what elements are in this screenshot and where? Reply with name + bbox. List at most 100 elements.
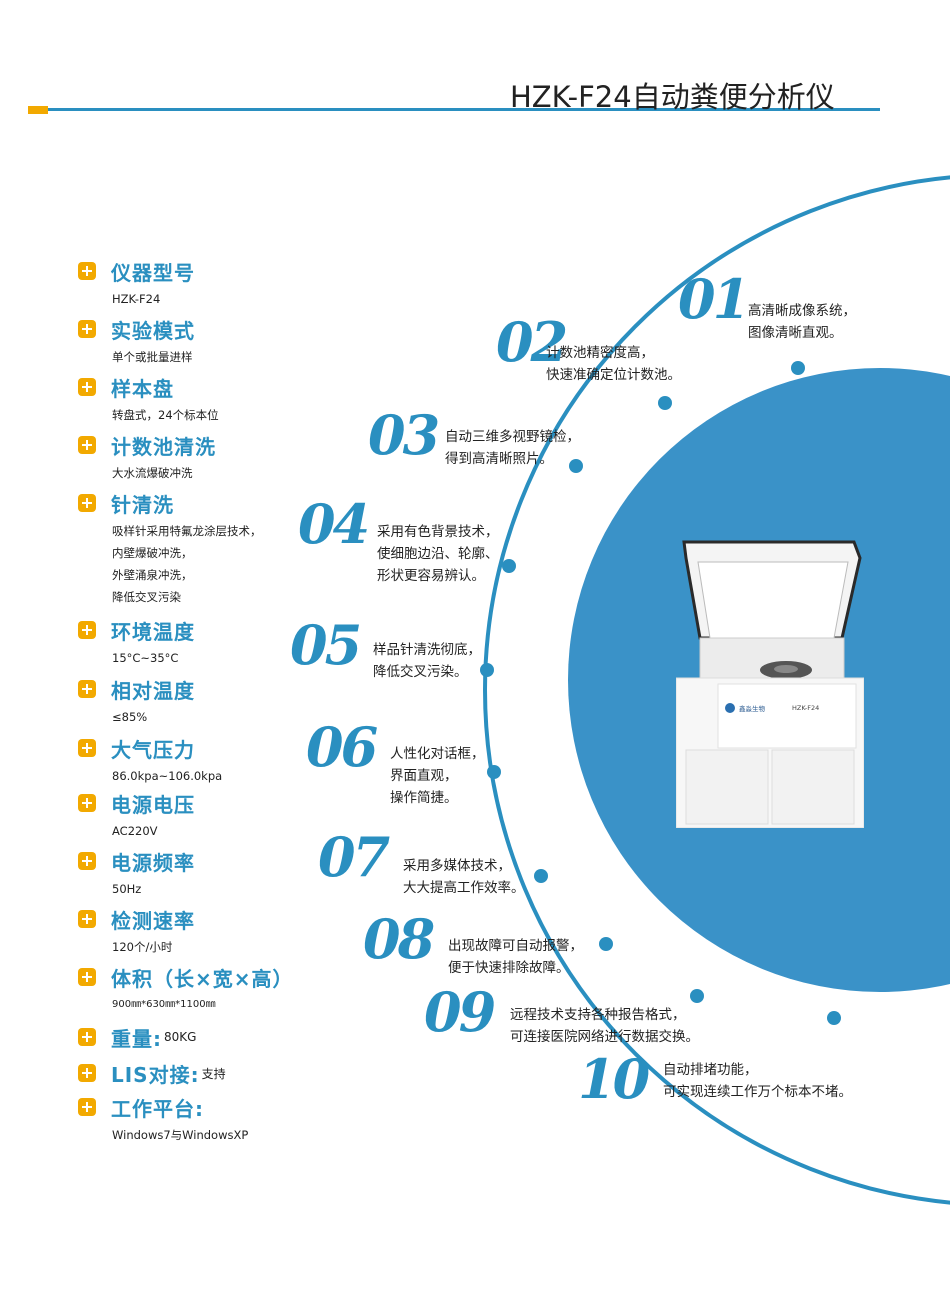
plus-icon [78,852,96,870]
spec-value-line: 降低交叉污染 [112,590,181,604]
arc-dot [487,765,501,779]
arc-dot [502,559,516,573]
spec-item: LIS对接:支持 [78,1060,226,1087]
feature-text-line: 降低交叉污染。 [373,664,468,680]
feature-number: 06 [306,715,378,779]
spec-value-line: 外壁涌泉冲洗， [112,568,193,582]
plus-icon [78,1064,96,1082]
spec-label: 计数池清洗 [111,434,216,459]
spec-inline-value: 80KG [164,1030,197,1044]
spec-value: 50Hz [112,878,195,900]
feature-text: 采用有色背景技术，使细胞边沿、轮廓、形状更容易辨认。 [377,521,499,587]
feature-text-line: 计数池精密度高， [546,345,654,361]
plus-icon [78,378,96,396]
spec-item: 计数池清洗大水流爆破冲洗 [78,432,216,484]
feature-text: 出现故障可自动报警， 便于快速排除故障。 [448,935,583,979]
spec-value-line: 900㎜*630㎜*1100㎜ [112,999,216,1010]
spec-value: HZK-F24 [112,288,195,310]
spec-head: 仪器型号 [78,258,195,285]
spec-item: 针清洗吸样针采用特氟龙涂层技术， 内壁爆破冲洗， 外壁涌泉冲洗， 降低交叉污染 [78,490,262,608]
spec-item: 体积（长×宽×高） 900㎜*630㎜*1100㎜ [78,964,294,1016]
feature-text-line: 操作简捷。 [390,790,458,806]
feature-text: 人性化对话框，界面直观，操作简捷。 [390,743,485,809]
spec-value: 吸样针采用特氟龙涂层技术， 内壁爆破冲洗， 外壁涌泉冲洗， 降低交叉污染 [112,520,262,608]
spec-item: 环境温度 15°C~35°C [78,617,195,669]
feature-text-line: 使细胞边沿、轮廓、 [377,546,499,562]
feature-text: 采用多媒体技术，大大提高工作效率。 [403,855,525,899]
spec-head: LIS对接:支持 [78,1060,226,1087]
spec-head: 环境温度 [78,617,195,644]
spec-value-line: Windows7与WindowsXP [112,1128,249,1142]
spec-value-line: ≤85% [112,710,148,724]
feature-text-line: 大大提高工作效率。 [403,880,525,896]
device-door-left [685,749,769,825]
spec-item: 实验模式单个或批量进样 [78,316,195,368]
spec-item: 电源电压 AC220V [78,790,195,842]
arc-dot [658,396,672,410]
spec-value-line: 86.0kpa~106.0kpa [112,769,223,783]
arc-dots [480,361,841,1025]
spec-item: 仪器型号 HZK-F24 [78,258,195,310]
plus-icon [78,739,96,757]
spec-label: 实验模式 [111,318,195,343]
plus-icon [78,320,96,338]
device-upper-panel [717,683,857,749]
header-accent [28,106,48,114]
arc-dot [827,1011,841,1025]
spec-item: 样本盘转盘式，24个标本位 [78,374,219,426]
feature-text-line: 出现故障可自动报警， [448,938,583,954]
plus-icon [78,436,96,454]
brand-logo-icon [725,703,735,713]
feature-text-line: 快速准确定位计数池。 [546,367,681,383]
spec-value-line: 120个/小时 [112,940,173,954]
feature-number: 01 [678,267,750,331]
device-door-right [771,749,855,825]
spec-head: 大气压力 [78,735,222,762]
spec-inline-value: 支持 [201,1066,226,1081]
spec-value-line: 转盘式，24个标本位 [112,408,219,422]
feature-ring [483,175,950,1205]
spec-label: LIS对接: [111,1062,200,1087]
spec-label: 体积（长×宽×高） [111,966,294,991]
spec-value: 900㎜*630㎜*1100㎜ [112,994,294,1016]
spec-value-line: AC220V [112,824,158,838]
spec-label: 相对温度 [111,678,195,703]
plus-icon [78,262,96,280]
spec-value: 转盘式，24个标本位 [112,404,219,426]
feature-number: 07 [318,825,390,889]
feature-text-line: 高清晰成像系统， [748,303,856,319]
arc-dot [534,869,548,883]
feature-text: 计数池精密度高， 快速准确定位计数池。 [546,342,681,386]
spec-label: 环境温度 [111,619,195,644]
spec-value-line: 15°C~35°C [112,651,179,665]
feature-text: 样品针清洗彻底， 降低交叉污染。 [373,639,481,683]
feature-text-line: 便于快速排除故障。 [448,960,570,976]
spec-value-line: 50Hz [112,882,142,896]
spec-head: 工作平台: [78,1094,248,1121]
spec-item: 相对温度 ≤85% [78,676,195,728]
spec-label: 电源频率 [111,850,195,875]
plus-icon [78,1098,96,1116]
spec-value: 15°C~35°C [112,647,195,669]
spec-value: ≤85% [112,706,195,728]
spec-head: 电源频率 [78,848,195,875]
spec-value-line: 吸样针采用特氟龙涂层技术， [112,524,262,538]
spec-value-line: HZK-F24 [112,292,161,306]
spec-label: 电源电压 [111,792,195,817]
arc-dot [599,937,613,951]
spec-head: 针清洗 [78,490,262,517]
arc-dot [569,459,583,473]
spec-head: 计数池清洗 [78,432,216,459]
spec-label: 仪器型号 [111,260,195,285]
analyzer-device-image: 鑫淼生物 HZK-F24 [676,540,864,828]
spec-value: 单个或批量进样 [112,346,195,368]
feature-number: 08 [363,907,435,971]
feature-text-line: 样品针清洗彻底， [373,642,481,658]
spec-label: 大气压力 [111,737,195,762]
spec-value-line: 内壁爆破冲洗， [112,546,193,560]
feature-number: 03 [368,403,440,467]
spec-item: 电源频率 50Hz [78,848,195,900]
page-title: HZK-F24自动粪便分析仪 [510,80,835,114]
plus-icon [78,910,96,928]
spec-label: 工作平台: [111,1096,204,1121]
